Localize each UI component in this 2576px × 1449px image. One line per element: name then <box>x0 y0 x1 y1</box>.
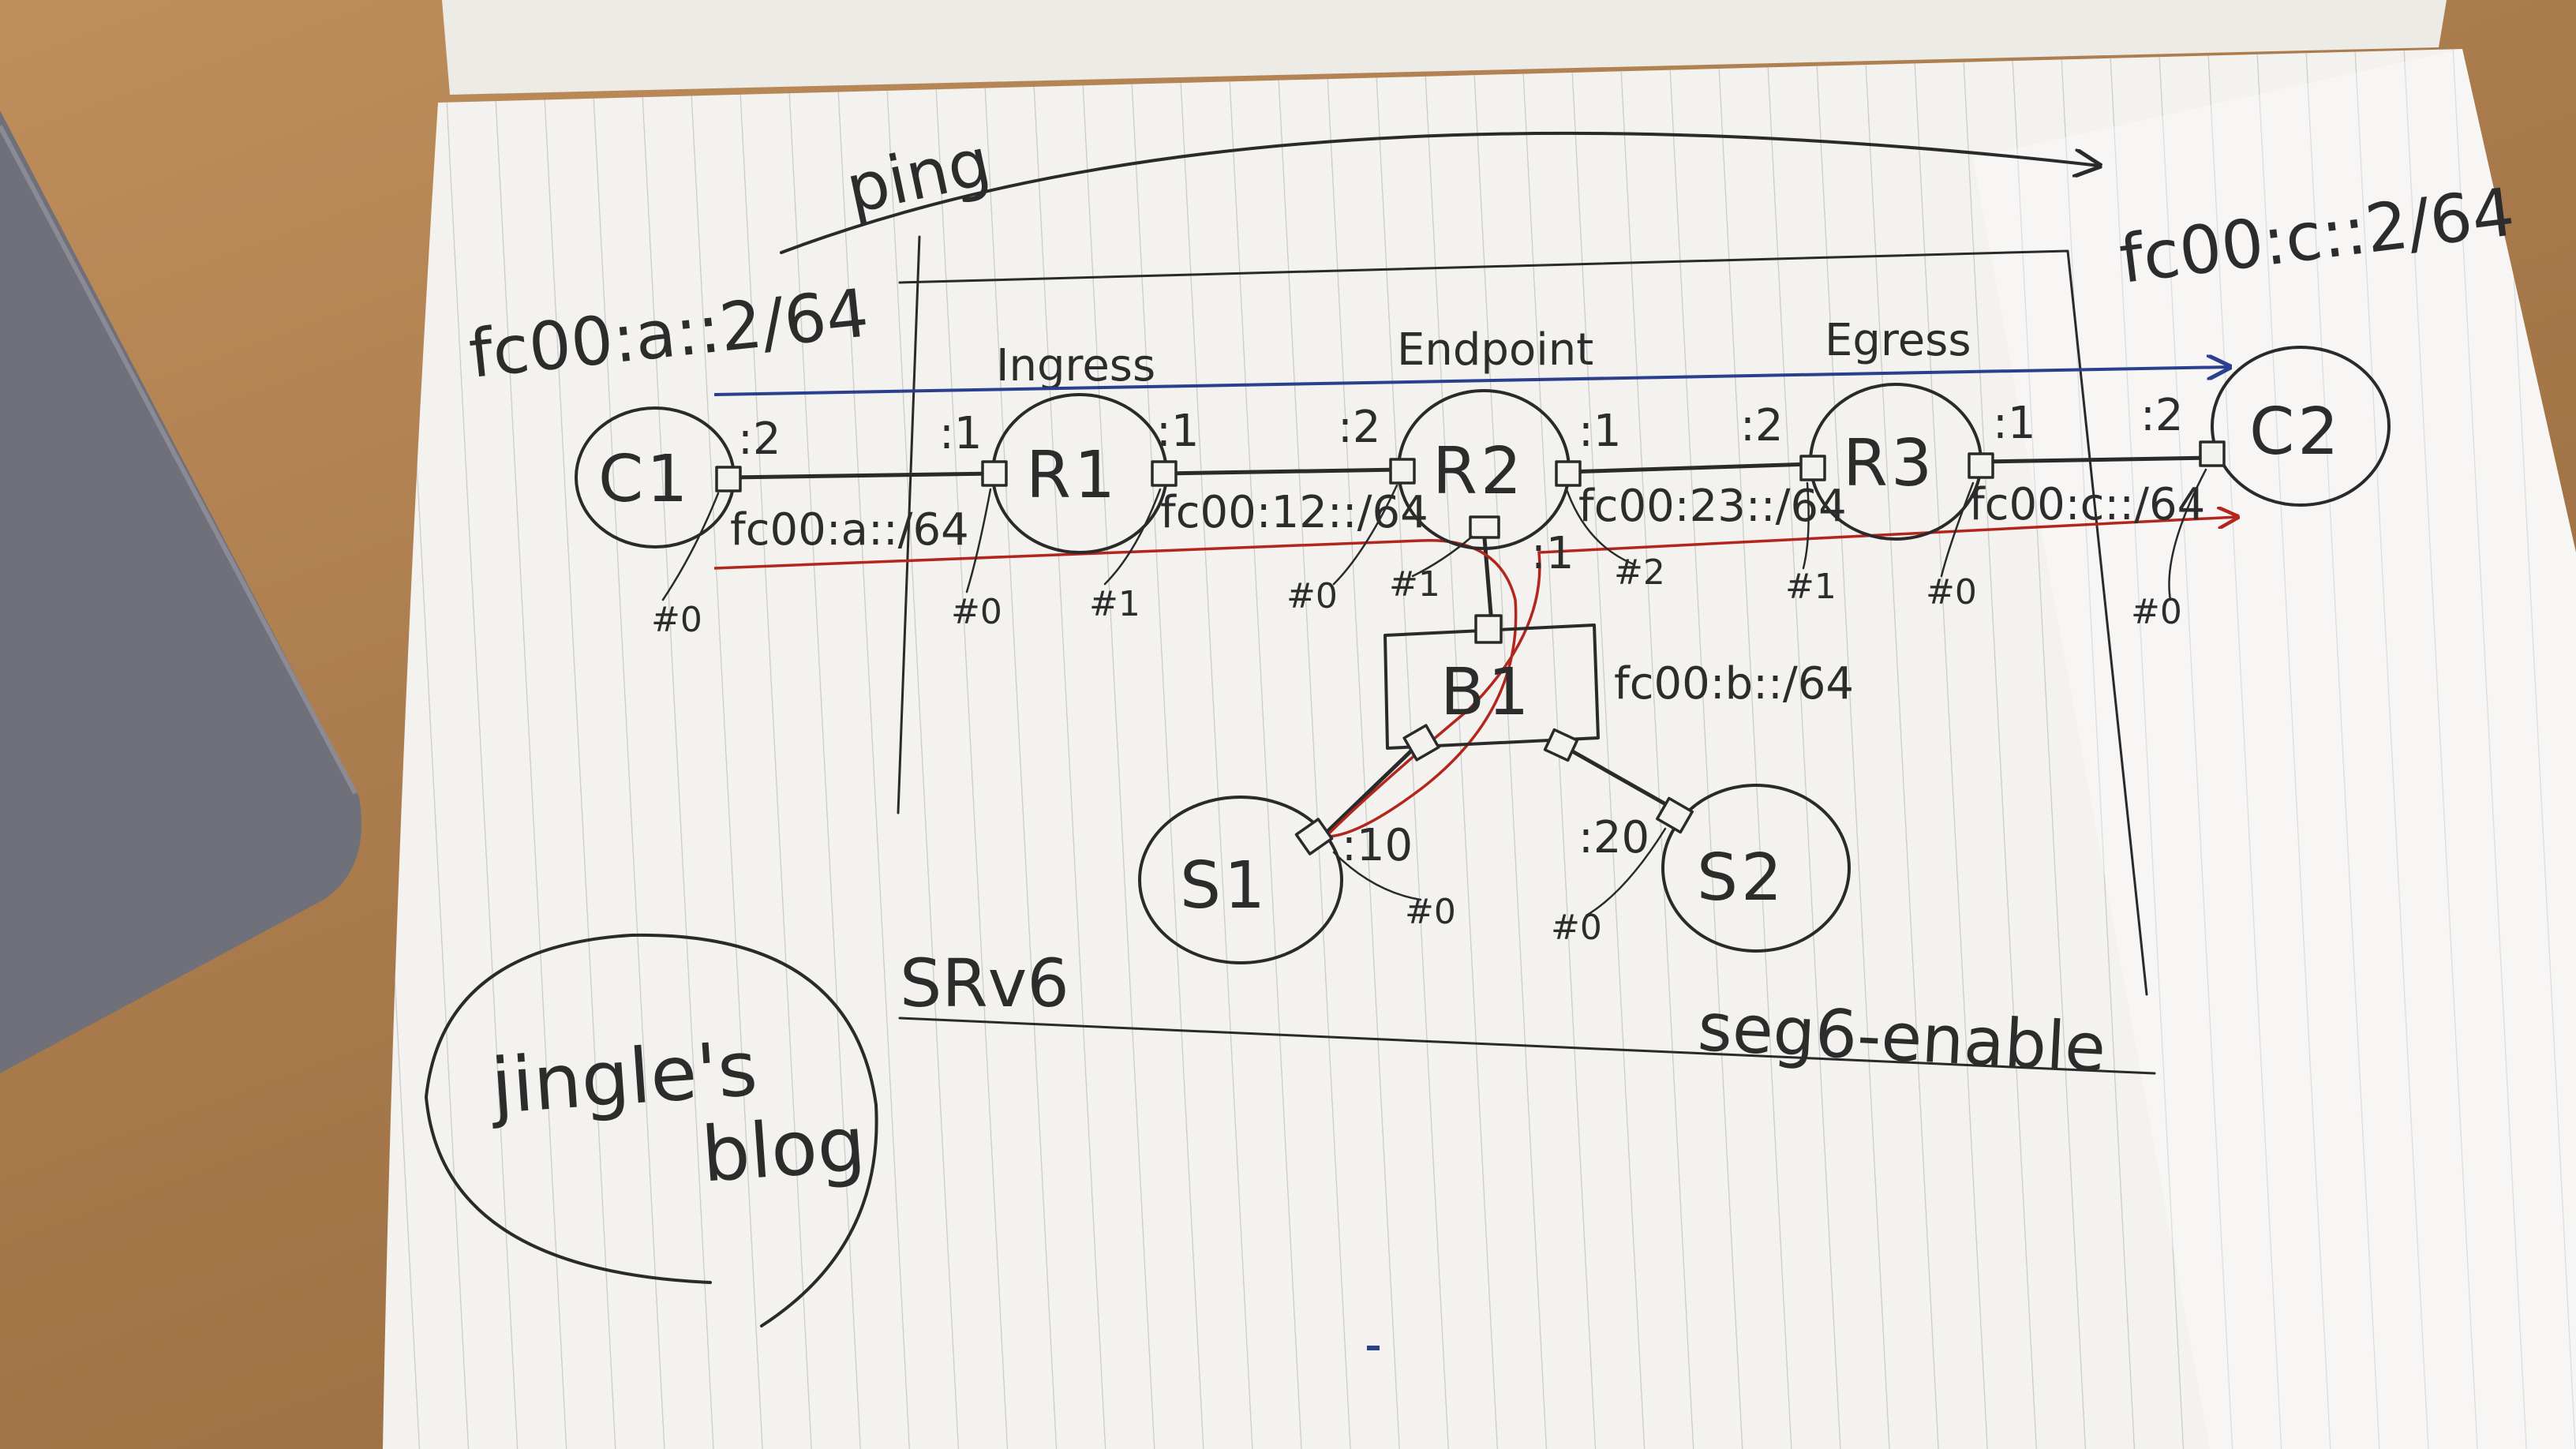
iface-c1-0: #0 <box>651 600 702 640</box>
blog-stamp: jingle'sblog <box>425 933 878 1327</box>
node-b1-label: B1 <box>1440 655 1532 730</box>
iface-r1-0: #0 <box>951 592 1002 632</box>
blog-stamp-text: jingle'sblog <box>487 1017 868 1214</box>
node-b1: B1 <box>1383 623 1600 750</box>
notebook-back-page <box>442 0 2447 95</box>
node-c2-label: C2 <box>2249 395 2342 470</box>
role-egress: Egress <box>1825 315 1971 366</box>
iface-s1-0: #0 <box>1405 892 1456 932</box>
links <box>728 455 2216 843</box>
node-s2-label: S2 <box>1697 841 1785 915</box>
subnet-labels: fc00:a::/64 fc00:12::/64 fc00:23::/64 fc… <box>730 479 2205 710</box>
port-labels: :2 :1 :1 :2 :1 :1 :2 :1 :2 :10 :20 <box>738 390 2184 871</box>
notebook-ruled-lines <box>383 49 2576 1449</box>
iface-labels: #0 #0 #1 #0 #1 #2 #1 #0 #0 #0 #0 <box>651 552 2182 948</box>
iface-r3-1: #1 <box>1785 567 1837 607</box>
node-c2: C2 <box>2211 346 2391 507</box>
node-r2-label: R2 <box>1432 434 1525 509</box>
iface-leaders <box>661 468 2207 917</box>
port-boxes <box>715 440 2226 856</box>
port-r2-1-right: :1 <box>1578 406 1622 457</box>
port-s2-20: :20 <box>1578 812 1649 863</box>
iface-r2-2: #2 <box>1614 552 1665 593</box>
port-c2-2: :2 <box>2140 390 2184 441</box>
role-endpoint: Endpoint <box>1397 324 1593 376</box>
role-ingress: Ingress <box>996 340 1155 391</box>
node-s1: S1 <box>1138 796 1343 964</box>
page-shadow <box>1973 49 2576 1449</box>
iface-r2-1: #1 <box>1389 564 1440 605</box>
port-r1-1-right: :1 <box>1156 406 1200 457</box>
srv6-frame <box>897 235 2156 1075</box>
port-c1-2: :2 <box>738 414 781 465</box>
subnet-23: fc00:23::/64 <box>1578 481 1847 532</box>
subnet-b: fc00:b::/64 <box>1614 658 1854 710</box>
iface-r3-0: #0 <box>1926 572 1977 612</box>
port-r3-1: :1 <box>1993 398 2036 449</box>
port-r2-2: :2 <box>1338 402 1381 453</box>
port-r1-1-left: :1 <box>939 408 983 459</box>
iface-r2-0: #0 <box>1286 576 1338 616</box>
subnet-12: fc00:12::/64 <box>1160 487 1428 538</box>
node-s2: S2 <box>1661 784 1851 953</box>
iface-r1-1: #1 <box>1089 584 1140 624</box>
port-s1-10: :10 <box>1342 820 1413 871</box>
laptop-edge <box>0 125 358 795</box>
subnet-c: fc00:c::/64 <box>1969 479 2205 530</box>
node-s1-label: S1 <box>1180 848 1268 923</box>
red-path-arrow <box>713 517 2237 838</box>
node-c1-label: C1 <box>598 442 691 517</box>
laptop-shape <box>0 110 361 1073</box>
iface-s2-0: #0 <box>1551 908 1602 948</box>
subnet-a: fc00:a::/64 <box>730 504 969 556</box>
blue-path-arrow <box>713 367 2230 396</box>
port-r2-1-down: :1 <box>1531 528 1574 579</box>
port-r3-2: :2 <box>1740 400 1784 451</box>
srv6-label: SRv6 <box>900 945 1069 1022</box>
node-r3-label: R3 <box>1843 426 1935 501</box>
node-r1-label: R1 <box>1026 438 1118 513</box>
iface-c2-0: #0 <box>2131 592 2182 632</box>
